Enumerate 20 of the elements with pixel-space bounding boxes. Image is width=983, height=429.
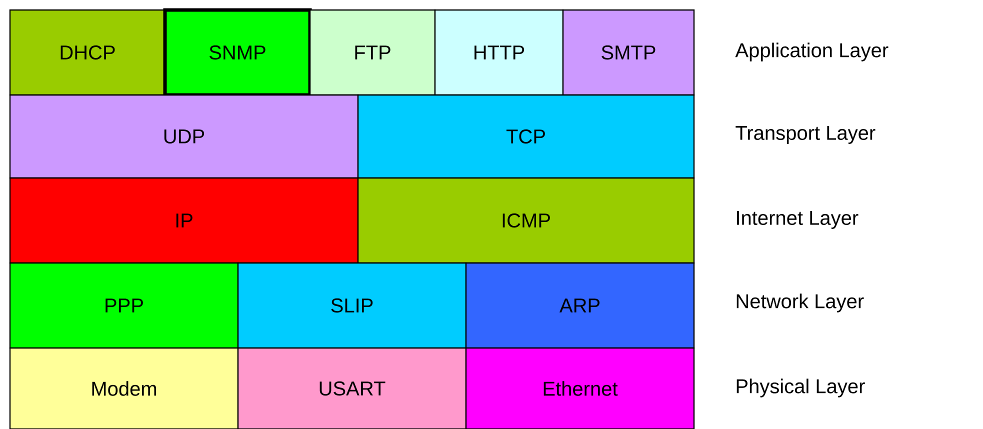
protocol-box: SMTP: [562, 9, 695, 96]
protocol-box: USART: [237, 347, 467, 429]
protocol-box: SNMP: [163, 8, 312, 97]
protocol-box: SLIP: [237, 262, 467, 349]
protocol-box: DHCP: [9, 9, 166, 96]
layer-label: Physical Layer: [736, 378, 865, 398]
protocol-box: HTTP: [434, 9, 564, 96]
protocol-box: UDP: [9, 94, 359, 179]
protocol-box: IP: [9, 177, 359, 264]
protocol-box: ICMP: [357, 177, 695, 264]
protocol-box: Ethernet: [465, 347, 695, 429]
protocol-box: PPP: [9, 262, 239, 349]
layer-label: Transport Layer: [736, 126, 876, 144]
protocol-box: Modem: [9, 347, 239, 429]
protocol-box: FTP: [309, 9, 436, 96]
layer-label: Internet Layer: [737, 211, 858, 229]
protocol-box: ARP: [465, 262, 695, 349]
protocol-box: TCP: [357, 94, 695, 179]
layer-label: Network Layer: [736, 294, 864, 312]
layer-label: Application Layer: [735, 42, 888, 62]
